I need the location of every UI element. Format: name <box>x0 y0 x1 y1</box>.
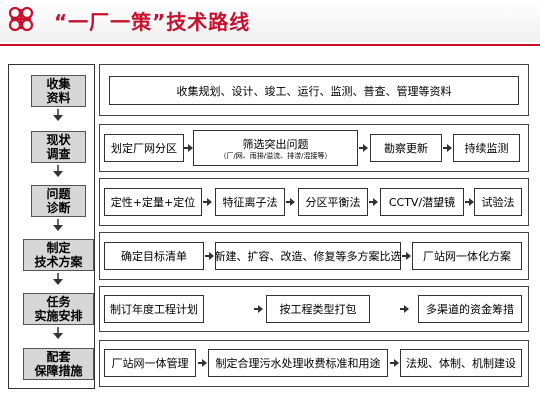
down-arrow-icon <box>53 219 63 231</box>
flow-box: 划定厂网分区 <box>104 134 184 162</box>
row-survey: 划定厂网分区 筛选突出问题 （厂/网、雨排/溢流、排涝/混接等） 勘察更新 持续… <box>99 124 529 172</box>
row-tech-plan: 确定目标清单 新建、扩容、改造、修复等多方案比选 厂站网一体化方案 <box>99 232 529 280</box>
right-arrow-icon <box>402 252 411 260</box>
step-label: 收集 资料 <box>46 77 71 105</box>
flow-box: 特征离子法 <box>215 188 285 216</box>
step-label: 现状 调查 <box>46 133 71 161</box>
brand-logo-icon <box>8 6 34 32</box>
step-support-measures: 配套 保障措施 <box>23 348 94 380</box>
flow-box: 勘察更新 <box>370 134 442 162</box>
step-label: 任务 实施安排 <box>34 295 83 323</box>
flow-box: 持续监测 <box>453 134 520 162</box>
right-arrow-icon <box>400 305 409 313</box>
flow-box: 试验法 <box>474 188 522 216</box>
step-label: 问题 诊断 <box>46 187 71 215</box>
flow-box: 定性+定量+定位 <box>104 188 202 216</box>
step-collect-data: 收集 资料 <box>31 75 86 107</box>
flow-box: 制定合理污水处理收费标准和用途 <box>208 349 388 377</box>
row-diagnosis: 定性+定量+定位 特征离子法 分区平衡法 CCTV/潜望镜 试验法 <box>99 178 529 226</box>
row-support-measures: 厂站网一体管理 制定合理污水处理收费标准和用途 法规、体制、机制建设 <box>99 340 529 387</box>
flow-box-main: 筛选突出问题 <box>242 137 309 151</box>
row-collect-data: 收集规划、设计、竣工、运行、监测、普查、管理等资料 <box>99 64 529 116</box>
step-diagnosis: 问题 诊断 <box>31 185 86 217</box>
right-arrow-icon <box>184 144 193 152</box>
right-arrow-icon <box>359 144 368 152</box>
flow-box-note: （厂/网、雨排/溢流、排涝/混接等） <box>219 151 332 160</box>
step-label: 制定 技术方案 <box>34 241 83 269</box>
right-arrow-icon <box>465 198 474 206</box>
page-title: “一厂一策”技术路线 <box>54 10 251 34</box>
flow-box: 收集规划、设计、竣工、运行、监测、普查、管理等资料 <box>109 76 519 105</box>
flow-box: 制订年度工程计划 <box>104 295 204 323</box>
step-task-arrangement: 任务 实施安排 <box>23 293 94 325</box>
step-label: 配套 保障措施 <box>34 350 83 378</box>
down-arrow-icon <box>53 109 63 121</box>
flow-box: 厂站网一体化方案 <box>412 242 522 270</box>
right-arrow-icon <box>390 359 399 367</box>
right-arrow-icon <box>254 305 263 313</box>
flow-box: 筛选突出问题 （厂/网、雨排/溢流、排涝/混接等） <box>193 130 358 166</box>
right-arrow-icon <box>203 198 212 206</box>
right-arrow-icon <box>443 144 452 152</box>
header-bar: “一厂一策”技术路线 <box>0 0 540 42</box>
right-arrow-icon <box>286 198 295 206</box>
down-arrow-icon <box>53 327 63 339</box>
steps-panel: 收集 资料 现状 调查 问题 诊断 制定 技术方案 任务 实施安排 配套 保障措… <box>8 64 95 389</box>
flow-box: 厂站网一体管理 <box>104 349 196 377</box>
header-divider <box>0 44 540 46</box>
step-tech-plan: 制定 技术方案 <box>23 239 94 271</box>
flow-box: 确定目标清单 <box>104 242 204 270</box>
flow-box: 分区平衡法 <box>298 188 368 216</box>
down-arrow-icon <box>53 165 63 177</box>
flow-box: 按工程类型打包 <box>266 295 370 323</box>
flow-box: CCTV/潜望镜 <box>380 188 464 216</box>
down-arrow-icon <box>53 273 63 285</box>
flow-box: 法规、体制、机制建设 <box>400 349 522 377</box>
right-arrow-icon <box>198 359 207 367</box>
row-task-arrangement: 制订年度工程计划 按工程类型打包 多渠道的资金筹措 <box>99 286 529 332</box>
flow-box: 新建、扩容、改造、修复等多方案比选 <box>215 242 402 270</box>
right-arrow-icon <box>205 252 214 260</box>
right-arrow-icon <box>369 198 378 206</box>
step-survey: 现状 调查 <box>31 131 86 163</box>
flow-box: 多渠道的资金筹措 <box>418 295 522 323</box>
